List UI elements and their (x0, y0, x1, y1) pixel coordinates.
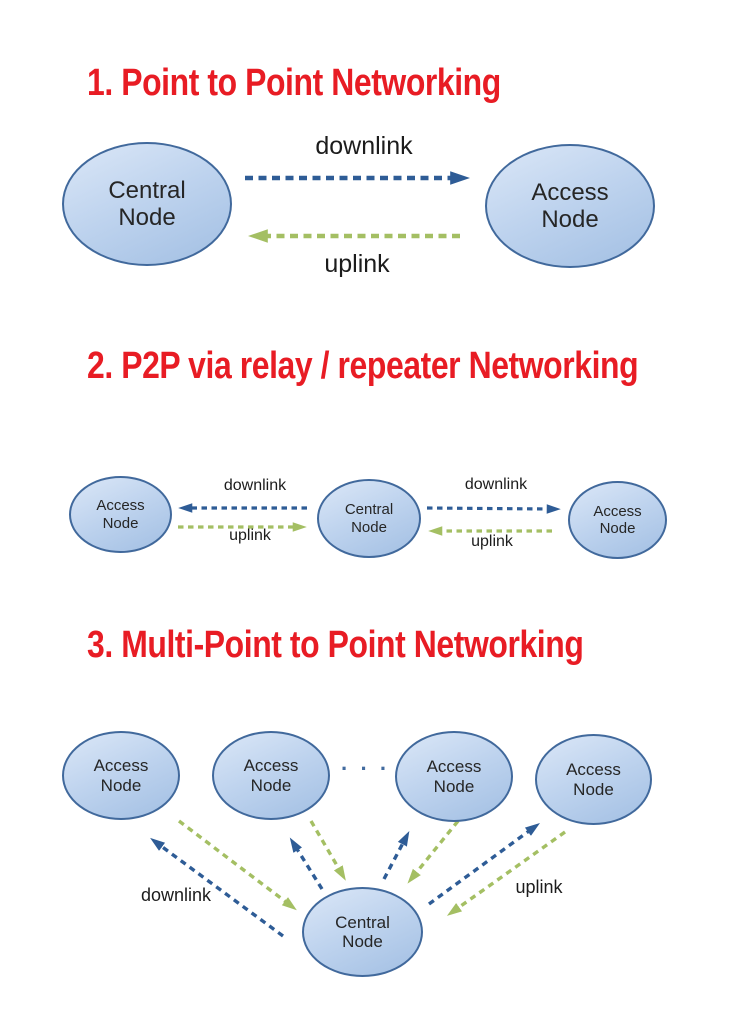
s3-downlink-label: downlink (140, 885, 212, 905)
s1-access-node-ellipse: Access Node (485, 144, 655, 268)
s3-access-node-3-label: Access Node (426, 757, 482, 796)
s3-access-node-4-label: Access Node (566, 760, 621, 799)
s2-downlink-right-arrow (426, 504, 561, 514)
section-1-title: 1. Point to Point Networking (87, 62, 501, 104)
s3-downlink-arrow-1 (150, 837, 285, 938)
s3-central-node-ellipse: Central Node (302, 887, 423, 977)
s3-central-node-label: Central Node (335, 912, 390, 951)
s1-central-node-label: Central Node (108, 176, 186, 231)
s3-access-node-2-ellipse: Access Node (212, 731, 330, 820)
s1-downlink-label: downlink (315, 132, 413, 160)
s1-uplink-label: uplink (324, 250, 390, 278)
s3-access-node-4-ellipse: Access Node (535, 734, 652, 825)
section-3-title: 3. Multi-Point to Point Networking (87, 624, 584, 666)
s2-central-node-ellipse: Central Node (317, 479, 421, 558)
s3-access-node-1-label: Access Node (93, 756, 149, 795)
s3-uplink-arrow-1 (177, 819, 297, 911)
s2-downlink-right-label: downlink (464, 476, 528, 493)
s3-downlink-arrow-3 (382, 830, 410, 880)
s3-uplink-label: uplink (515, 877, 563, 897)
s3-uplink-arrow-3 (407, 819, 460, 884)
s1-central-node-ellipse: Central Node (62, 142, 232, 266)
s3-access-node-3-ellipse: Access Node (395, 731, 513, 822)
s2-access-node-right-label: Access Node (593, 502, 642, 537)
s1-access-node-label: Access Node (531, 178, 609, 233)
s3-access-node-2-label: Access Node (243, 756, 299, 795)
s3-access-node-1-ellipse: Access Node (62, 731, 180, 820)
s3-downlink-arrow-4 (427, 822, 540, 906)
s2-central-node-label: Central Node (344, 501, 394, 536)
more-nodes-ellipsis: · · · (341, 756, 391, 781)
s2-access-node-left-label: Access Node (96, 497, 145, 532)
s2-uplink-right-label: uplink (471, 533, 513, 550)
s2-access-node-right-ellipse: Access Node (568, 481, 667, 559)
s3-uplink-arrow-2 (309, 820, 346, 881)
s2-uplink-left-label: uplink (229, 527, 271, 544)
section-2-title: 2. P2P via relay / repeater Networking (87, 345, 639, 387)
s2-access-node-left-ellipse: Access Node (69, 476, 172, 553)
s2-downlink-left-label: downlink (223, 477, 287, 494)
s3-downlink-arrow-2 (289, 837, 324, 890)
